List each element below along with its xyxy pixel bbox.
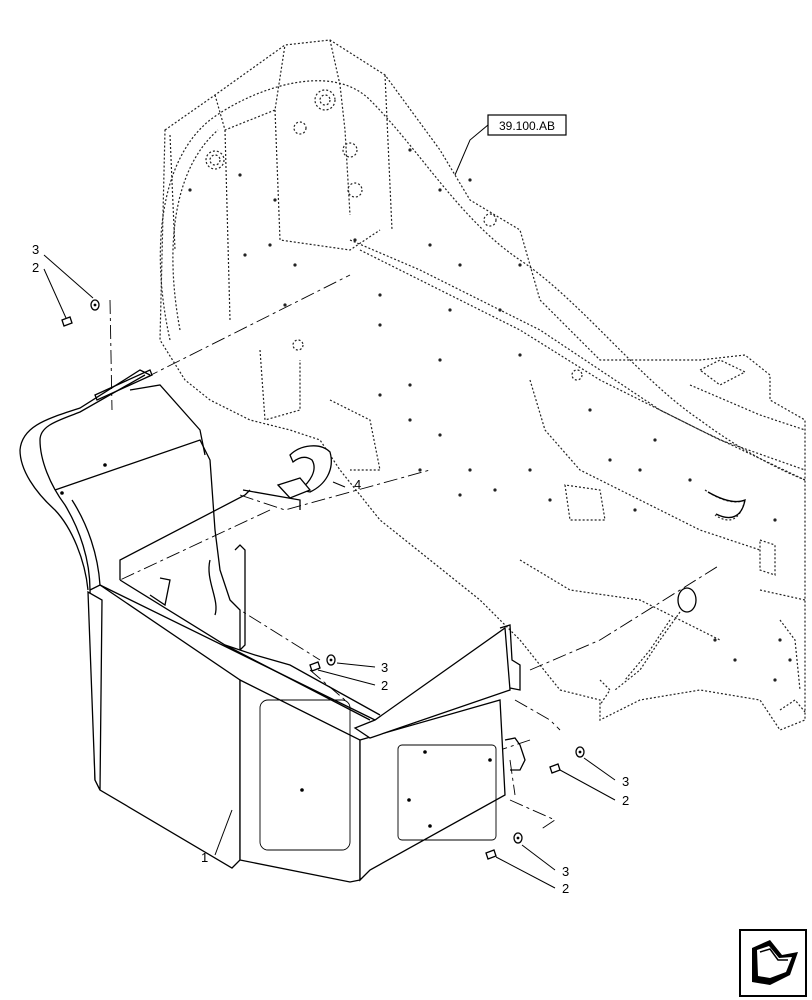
reference-label[interactable]: 39.100.AB — [454, 114, 567, 176]
callout-3-a[interactable]: 3 — [32, 242, 39, 257]
callout-4[interactable]: 4 — [354, 477, 361, 492]
callout-2-b[interactable]: 2 — [381, 678, 388, 693]
reference-label-text: 39.100.AB — [499, 119, 555, 133]
callout-2-a[interactable]: 2 — [32, 260, 39, 275]
callout-2-d[interactable]: 2 — [562, 881, 569, 896]
callout-leaders — [43, 254, 616, 889]
fastener-set-a[interactable] — [61, 299, 100, 327]
callout-3-b[interactable]: 3 — [381, 660, 388, 675]
part-1-cover[interactable] — [19, 369, 526, 883]
part-4-clip[interactable] — [242, 445, 332, 510]
next-page-arrow-icon[interactable] — [739, 929, 807, 997]
fastener-set-d[interactable] — [485, 832, 523, 860]
callout-1[interactable]: 1 — [201, 850, 208, 865]
callout-2-c[interactable]: 2 — [622, 793, 629, 808]
chassis-frame-phantom — [159, 39, 806, 731]
frame-bolt-markers — [188, 148, 792, 682]
fastener-set-b[interactable] — [309, 654, 336, 672]
callout-3-d[interactable]: 3 — [562, 864, 569, 879]
callout-numbers: 3 2 1 4 3 2 3 2 3 2 — [32, 242, 629, 896]
reference-leader — [454, 124, 489, 176]
callout-3-c[interactable]: 3 — [622, 774, 629, 789]
fastener-set-c[interactable] — [549, 746, 585, 774]
